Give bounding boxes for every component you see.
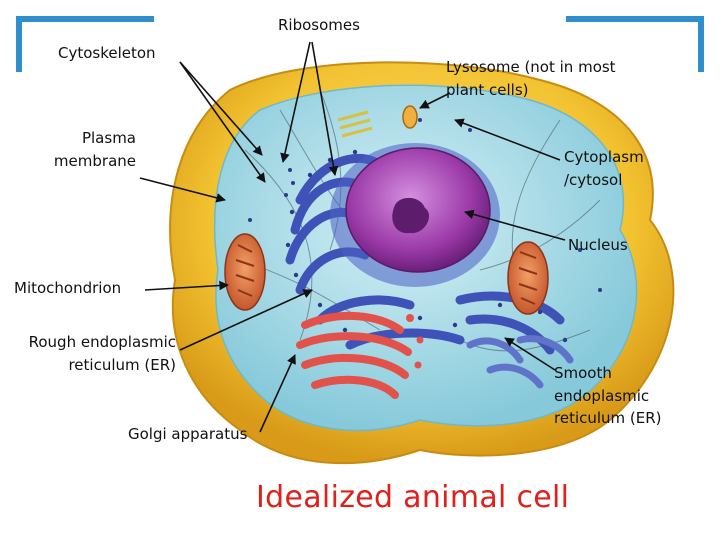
label-cytoplasm-line1: Cytoplasm [564, 148, 644, 167]
label-mitochondrion: Mitochondrion [14, 279, 121, 298]
mitochondrion-right-shape [508, 242, 548, 314]
mitochondrion-left-shape [225, 234, 265, 310]
label-cytoplasm-line2: /cytosol [564, 171, 622, 190]
label-ribosomes: Ribosomes [278, 16, 360, 35]
label-smooth-er-line1: Smooth [554, 364, 612, 383]
label-lysosome-line1: Lysosome (not in most [446, 58, 616, 77]
label-nucleus: Nucleus [568, 236, 628, 255]
label-golgi: Golgi apparatus [128, 425, 247, 444]
label-plasma-membrane-line2: membrane [40, 152, 136, 171]
caption-title: Idealized animal cell [256, 478, 569, 518]
label-plasma-membrane-line1: Plasma [40, 129, 136, 148]
label-cytoskeleton: Cytoskeleton [58, 44, 156, 63]
label-rough-er-line2: reticulum (ER) [4, 356, 176, 375]
label-lysosome-line2: plant cells) [446, 81, 529, 100]
label-smooth-er-line2: endoplasmic [554, 387, 649, 406]
label-rough-er-line1: Rough endoplasmic [4, 333, 176, 352]
lysosome-shape [403, 106, 417, 128]
label-smooth-er-line3: reticulum (ER) [554, 409, 662, 428]
